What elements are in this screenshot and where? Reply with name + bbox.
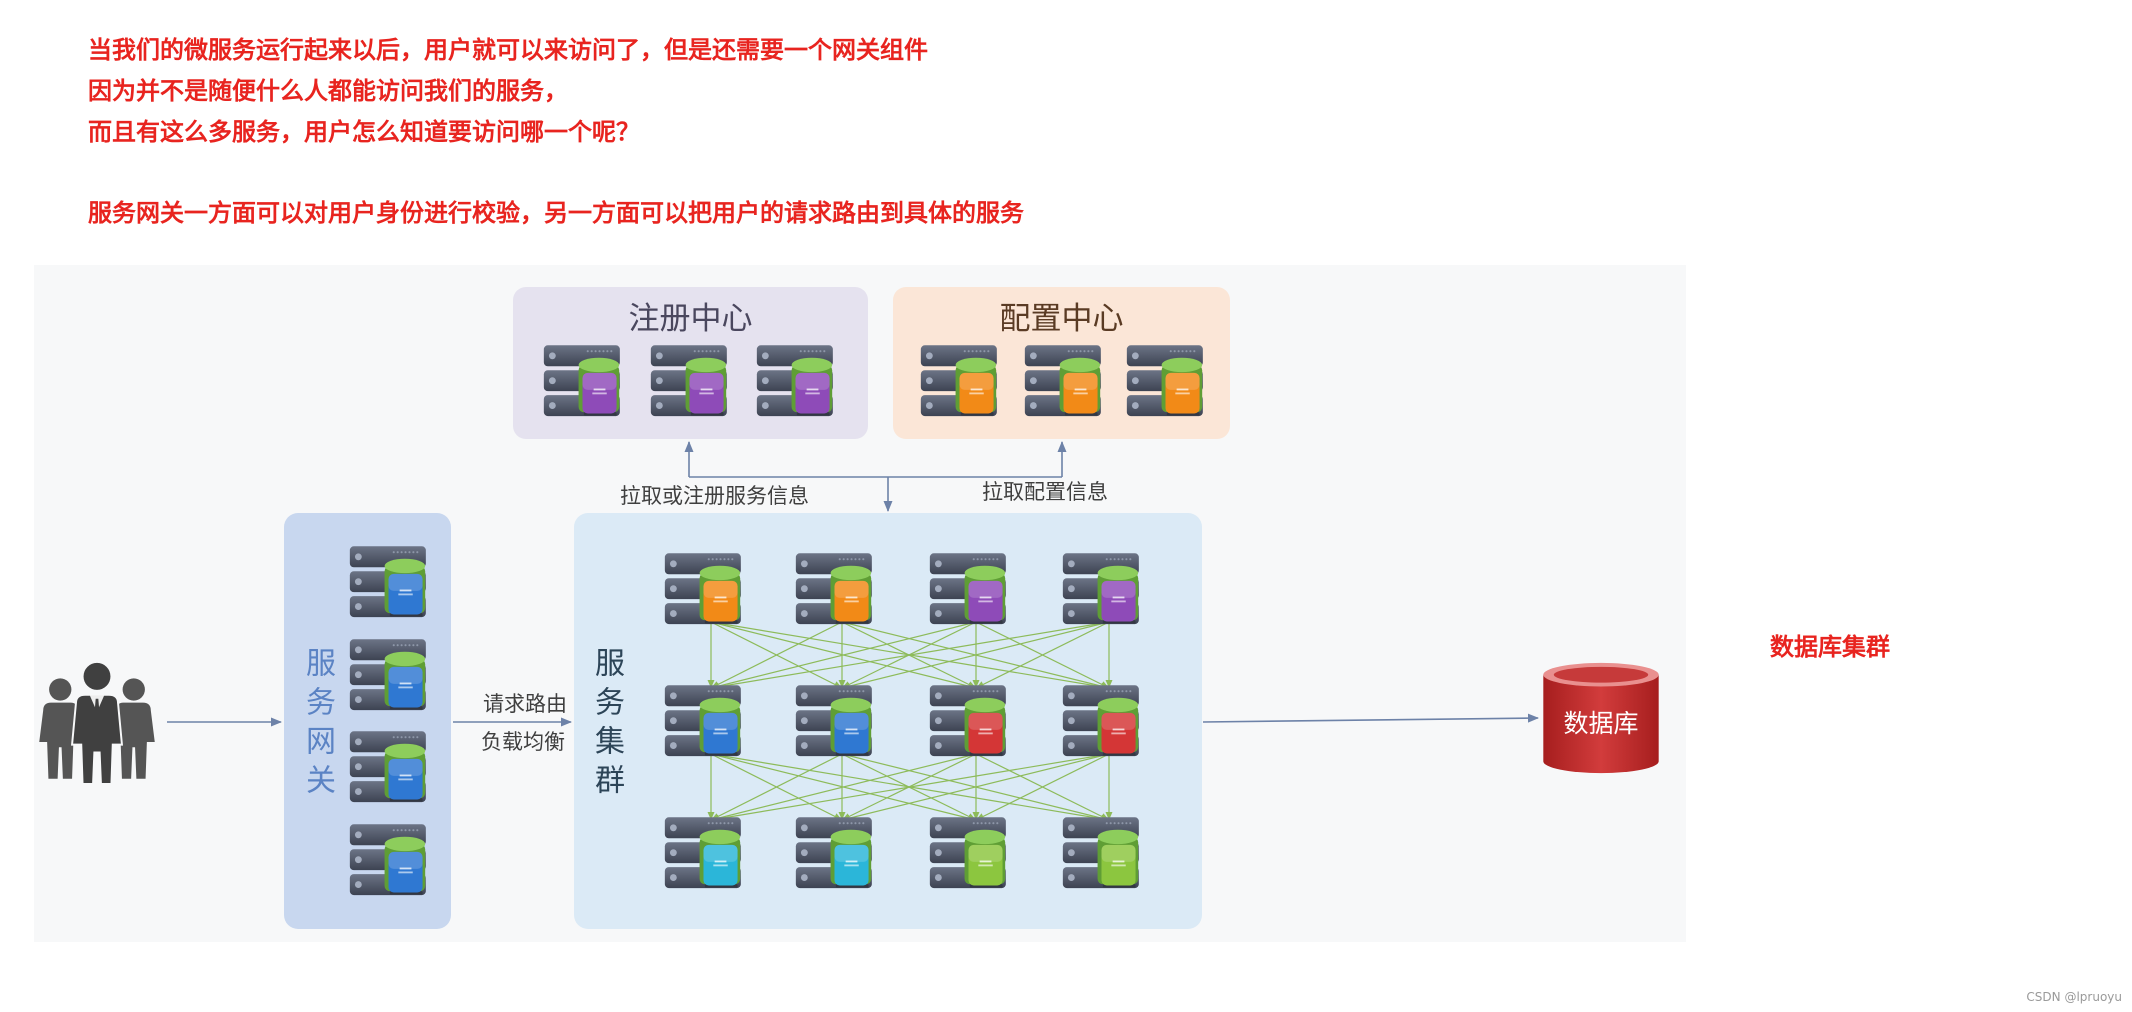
cluster-server-icon xyxy=(929,552,1008,628)
cluster-server-icon xyxy=(795,816,874,892)
intro-line: 因为并不是随便什么人都能访问我们的服务， xyxy=(88,77,568,105)
cluster-server-icon xyxy=(664,816,743,892)
mesh-link xyxy=(975,753,1110,821)
server-icon xyxy=(795,553,872,625)
intro-line: 当我们的微服务运行起来以后，用户就可以来访问了，但是还需要一个网关组件 xyxy=(88,36,928,64)
cluster-server-icon xyxy=(1062,816,1141,892)
database-cluster-label: 数据库集群 xyxy=(1770,633,1890,661)
database-label: 数据库 xyxy=(1563,709,1639,738)
server-icon xyxy=(1126,345,1203,417)
mesh-link xyxy=(710,753,843,821)
server-icon xyxy=(664,817,741,889)
cluster-server-icon xyxy=(664,552,743,628)
server-icon xyxy=(349,824,426,896)
cluster-server-icon xyxy=(664,684,743,760)
server-icon xyxy=(929,685,1006,757)
mesh-link xyxy=(975,621,1110,689)
config-server-icon xyxy=(920,344,999,420)
gateway-server-icon xyxy=(349,545,428,621)
users-icon xyxy=(37,658,157,785)
server-icon xyxy=(929,817,1006,889)
server-icon xyxy=(795,685,872,757)
mesh-link xyxy=(710,753,1110,823)
cluster-server-icon xyxy=(1062,552,1141,628)
cluster-mesh-links xyxy=(707,621,1113,823)
cluster-server-icon xyxy=(795,684,874,760)
gateway-server-icon xyxy=(349,638,428,714)
service-gateway-title: 服务网关 xyxy=(300,647,335,803)
server-icon xyxy=(1024,345,1101,417)
mesh-link xyxy=(841,753,1110,822)
intro-line: 服务网关一方面可以对用户身份进行校验，另一方面可以把用户的请求路由到具体的服务 xyxy=(88,199,1024,227)
registry-server-icon xyxy=(756,344,835,420)
server-icon xyxy=(756,345,833,417)
route-label: 请求路由 xyxy=(483,692,567,716)
server-icon xyxy=(795,817,872,889)
gateway-server-icon xyxy=(349,730,428,806)
cluster-server-icon xyxy=(929,684,1008,760)
server-icon xyxy=(349,639,426,711)
server-icon xyxy=(349,731,426,803)
config-server-icon xyxy=(1024,344,1103,420)
arrow-cluster-to-database xyxy=(1202,713,1539,723)
config-server-icon xyxy=(1126,344,1205,420)
cluster-server-icon xyxy=(1062,684,1141,760)
server-icon xyxy=(650,345,727,417)
registry-server-icon xyxy=(650,344,729,420)
cluster-server-icon xyxy=(929,816,1008,892)
server-icon xyxy=(543,345,620,417)
pull-config-label: 拉取配置信息 xyxy=(982,480,1108,504)
server-icon xyxy=(1062,817,1139,889)
server-icon xyxy=(664,553,741,625)
load-balance-label: 负载均衡 xyxy=(481,730,565,754)
intro-line: 而且有这么多服务，用户怎么知道要访问哪一个呢？ xyxy=(88,118,640,146)
mesh-link xyxy=(710,621,843,689)
server-icon xyxy=(920,345,997,417)
server-icon xyxy=(929,553,1006,625)
mesh-link xyxy=(841,621,1110,690)
registry-center-title: 注册中心 xyxy=(628,301,753,337)
registry-server-icon xyxy=(543,344,622,420)
pull-register-label: 拉取或注册服务信息 xyxy=(620,484,809,508)
service-cluster-title: 服务集群 xyxy=(589,647,624,803)
mesh-link xyxy=(710,621,977,690)
server-icon xyxy=(664,685,741,757)
server-icon xyxy=(1062,685,1139,757)
mesh-link xyxy=(710,753,977,822)
mesh-link xyxy=(710,621,1110,691)
gateway-server-icon xyxy=(349,823,428,899)
config-center-title: 配置中心 xyxy=(999,301,1124,337)
cluster-server-icon xyxy=(795,552,874,628)
database-icon: 数据库 xyxy=(1541,659,1661,777)
watermark: CSDN @lpruoyu xyxy=(2026,990,2122,1004)
server-icon xyxy=(349,546,426,618)
server-icon xyxy=(1062,553,1139,625)
